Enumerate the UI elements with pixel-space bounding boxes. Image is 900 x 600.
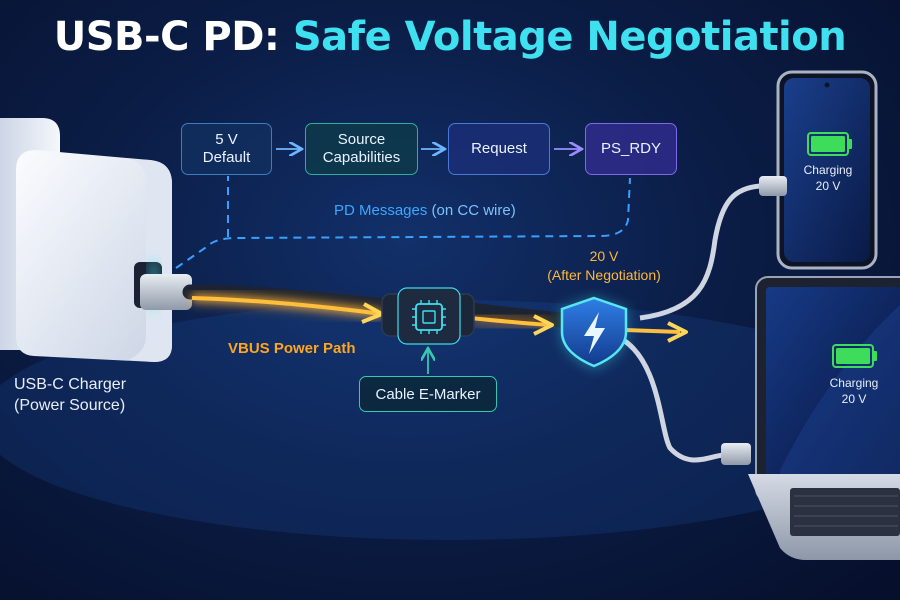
pd-messages-text: PD Messages (334, 202, 428, 219)
usb-c-charger (0, 118, 172, 362)
step-request: Request (448, 123, 550, 175)
laptop-status-text: Charging (829, 376, 879, 390)
charger-label: USB-C Charger (Power Source) (14, 374, 126, 416)
phone-battery-icon (807, 132, 852, 156)
vbus-arrow-icon (667, 321, 688, 343)
voltage-value: 20 V (589, 248, 619, 264)
cable-e-marker-label: Cable E-Marker (359, 376, 497, 412)
page-title: USB-C PD: Safe Voltage Negotiation (0, 14, 900, 60)
charger-label-line2: (Power Source) (14, 397, 126, 414)
phone-voltage-text: 20 V (815, 179, 841, 193)
laptop-charging-status: Charging 20 V (816, 375, 892, 407)
e-marker-chip (381, 287, 475, 345)
floor-glow (0, 300, 900, 540)
phone-cable (639, 183, 761, 321)
pd-messages-suffix: (on CC wire) (431, 202, 516, 219)
safety-shield-icon (560, 296, 628, 370)
vbus-arrow-icon (533, 314, 554, 336)
laptop-battery-icon (832, 344, 877, 368)
voltage-note: (After Negotiation) (547, 267, 661, 283)
vbus-power-path-label: VBUS Power Path (228, 340, 356, 357)
title-part-1: USB-C PD: (53, 14, 280, 60)
step-ps-rdy: PS_RDY (585, 123, 677, 175)
step-ps-rdy-label: PS_RDY (600, 140, 662, 157)
step-request-label: Request (471, 140, 527, 157)
charger-plug (140, 274, 192, 310)
voltage-after-negotiation-label: 20 V (After Negotiation) (532, 247, 676, 285)
vbus-power-path (191, 293, 688, 343)
charger-label-line1: USB-C Charger (14, 376, 127, 393)
title-part-2: Safe Voltage Negotiation (292, 14, 847, 60)
pd-messages-label: PD Messages (on CC wire) (334, 202, 516, 219)
phone-charging-status: Charging 20 V (790, 162, 866, 194)
laptop (721, 276, 900, 560)
smartphone (759, 70, 878, 270)
lightning-bolt-icon (584, 312, 605, 354)
step-source-line2: Capabilities (322, 149, 401, 166)
step-5v-line2: Default (202, 149, 251, 166)
step-5v-line1: 5 V (215, 131, 238, 148)
laptop-voltage-text: 20 V (841, 392, 867, 406)
phone-status-text: Charging (803, 163, 853, 177)
step-source-line1: Source (337, 131, 386, 148)
laptop-cable (618, 335, 726, 463)
